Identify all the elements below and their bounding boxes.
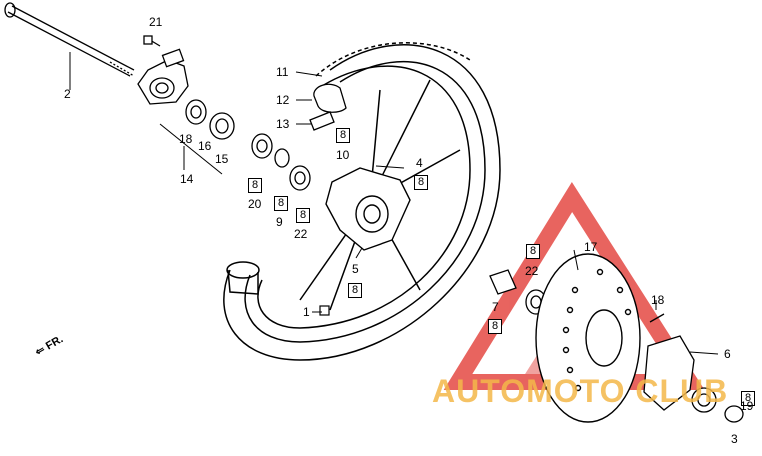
callout-11: 11 xyxy=(276,65,289,79)
part-box-4: 8 xyxy=(414,175,428,190)
callout-18: 18 xyxy=(651,293,665,307)
tube-and-band xyxy=(309,83,347,131)
axle xyxy=(4,2,135,77)
callout-10: 10 xyxy=(336,148,350,162)
speedometer-gearbox xyxy=(137,35,189,105)
watermark-text: AUTOMOTO CLUB xyxy=(432,373,729,409)
leader-lines xyxy=(69,52,719,355)
part-box-19: 8 xyxy=(741,391,755,406)
callout-17: 17 xyxy=(584,240,598,254)
callout-19: 19 xyxy=(740,399,754,413)
part-box-10: 8 xyxy=(336,128,350,143)
callout-2: 2 xyxy=(64,87,71,101)
callout-16: 16 xyxy=(198,139,212,153)
hub xyxy=(325,167,411,251)
speedo-gear-parts xyxy=(185,99,235,140)
callout-12: 12 xyxy=(276,93,290,107)
callout-7: 7 xyxy=(492,300,499,314)
callout-4: 4 xyxy=(416,156,423,170)
callout-5: 5 xyxy=(352,262,359,276)
callout-3: 3 xyxy=(731,432,738,446)
callout-21: 21 xyxy=(149,15,163,29)
bearings xyxy=(251,133,311,191)
part-box-7: 8 xyxy=(488,319,502,334)
callout-22a: 22 xyxy=(294,227,308,241)
brake-disc xyxy=(535,253,641,423)
callout-15: 15 xyxy=(215,152,229,166)
callout-9: 9 xyxy=(276,215,283,229)
part-box-5: 8 xyxy=(348,283,362,298)
disc-cover xyxy=(643,313,744,423)
part-box-22b: 8 xyxy=(526,244,540,259)
part-box-20: 8 xyxy=(248,178,262,193)
callout-1: 1 xyxy=(303,305,310,319)
spoke-nipple xyxy=(319,305,330,316)
callout-14: 14 xyxy=(180,172,194,186)
callout-18-gear: 18 xyxy=(179,132,193,146)
part-box-9: 8 xyxy=(274,196,288,211)
callout-20: 20 xyxy=(248,197,262,211)
part-box-22a: 8 xyxy=(296,208,310,223)
callout-22b: 22 xyxy=(525,264,539,278)
callout-6: 6 xyxy=(724,347,731,361)
callout-13: 13 xyxy=(276,117,290,131)
